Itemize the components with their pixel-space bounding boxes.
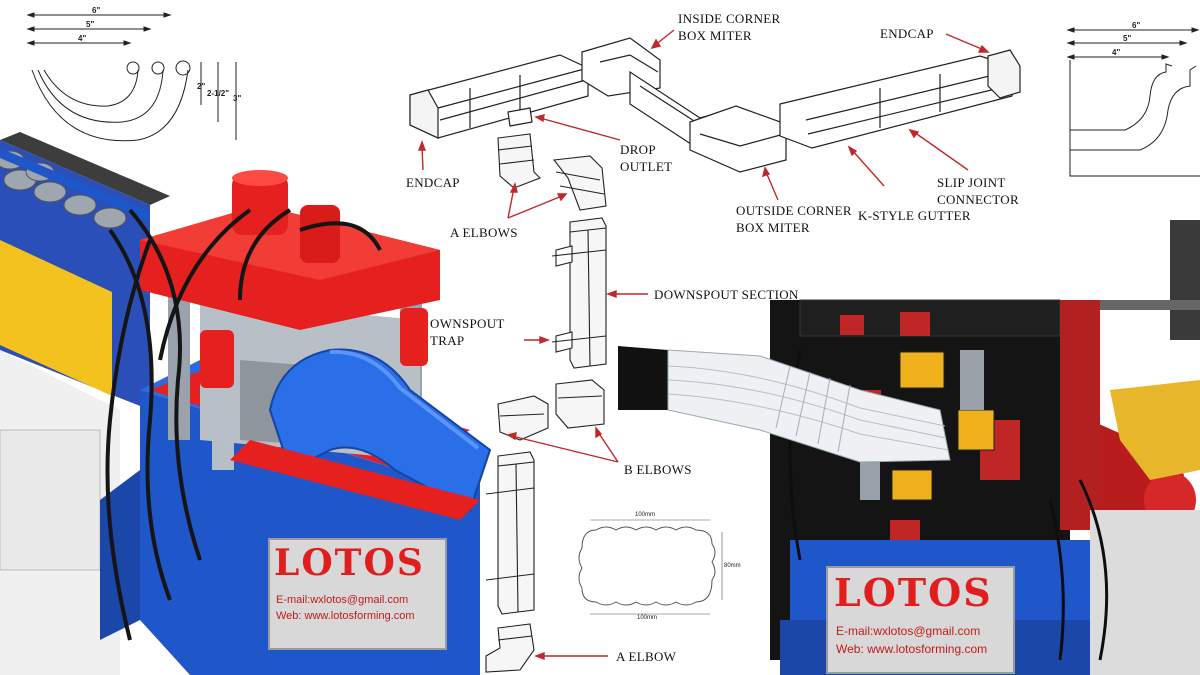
dim-right-4in: 4" xyxy=(1112,48,1121,57)
profile-height-dim: 80mm xyxy=(724,563,741,569)
profile-width-dim: 100mm xyxy=(635,512,656,518)
label-b-elbows: B ELBOWS xyxy=(624,462,692,477)
label-endcap-left: ENDCAP xyxy=(406,175,460,190)
label-slip-joint-line1: SLIP JOINT xyxy=(937,175,1006,190)
label-a-elbow: A ELBOW xyxy=(616,649,677,664)
dim-right-5in: 5" xyxy=(1123,34,1132,43)
left-plate-brand: LOTOS xyxy=(274,542,425,584)
right-plate-web: Web: www.lotosforming.com xyxy=(836,642,988,656)
dim-right-6in: 6" xyxy=(1132,21,1141,30)
label-inside-corner-line2: BOX MITER xyxy=(678,28,752,43)
right-machine-nameplate: LOTOS E-mail:wxlotos@gmail.com Web: www.… xyxy=(826,566,1015,674)
label-downspout-section: DOWNSPOUT SECTION xyxy=(654,287,799,302)
label-k-style-gutter: K-STYLE GUTTER xyxy=(858,208,971,223)
label-downspout-strap-line2: TRAP xyxy=(430,333,465,348)
label-drop-outlet-line1: DROP xyxy=(620,142,656,157)
dim-2-5in: 2-1/2" xyxy=(207,89,230,98)
right-plate-brand: LOTOS xyxy=(834,570,993,615)
label-outside-corner-line2: BOX MITER xyxy=(736,220,810,235)
dim-4in: 4" xyxy=(78,34,87,43)
left-plate-web: Web: www.lotosforming.com xyxy=(276,610,415,622)
label-downspout-strap-line1: OWNSPOUT xyxy=(430,316,505,331)
label-inside-corner-line1: INSIDE CORNER xyxy=(678,11,781,26)
label-outside-corner-line1: OUTSIDE CORNER xyxy=(736,203,852,218)
label-a-elbows: A ELBOWS xyxy=(450,225,518,240)
dim-3in: 3" xyxy=(233,94,242,103)
label-endcap-top: ENDCAP xyxy=(880,26,934,41)
dim-2in: 2" xyxy=(197,82,206,91)
label-slip-joint-line2: CONNECTOR xyxy=(937,192,1019,207)
right-plate-email: E-mail:wxlotos@gmail.com xyxy=(836,624,981,638)
left-plate-email: E-mail:wxlotos@gmail.com xyxy=(276,594,409,606)
profile-bottom-dim: 100mm xyxy=(637,615,658,621)
dim-5in: 5" xyxy=(86,20,95,29)
dim-6in: 6" xyxy=(92,6,101,15)
label-drop-outlet-line2: OUTLET xyxy=(620,159,673,174)
left-machine-nameplate: LOTOS E-mail:wxlotos@gmail.com Web: www.… xyxy=(268,538,447,650)
